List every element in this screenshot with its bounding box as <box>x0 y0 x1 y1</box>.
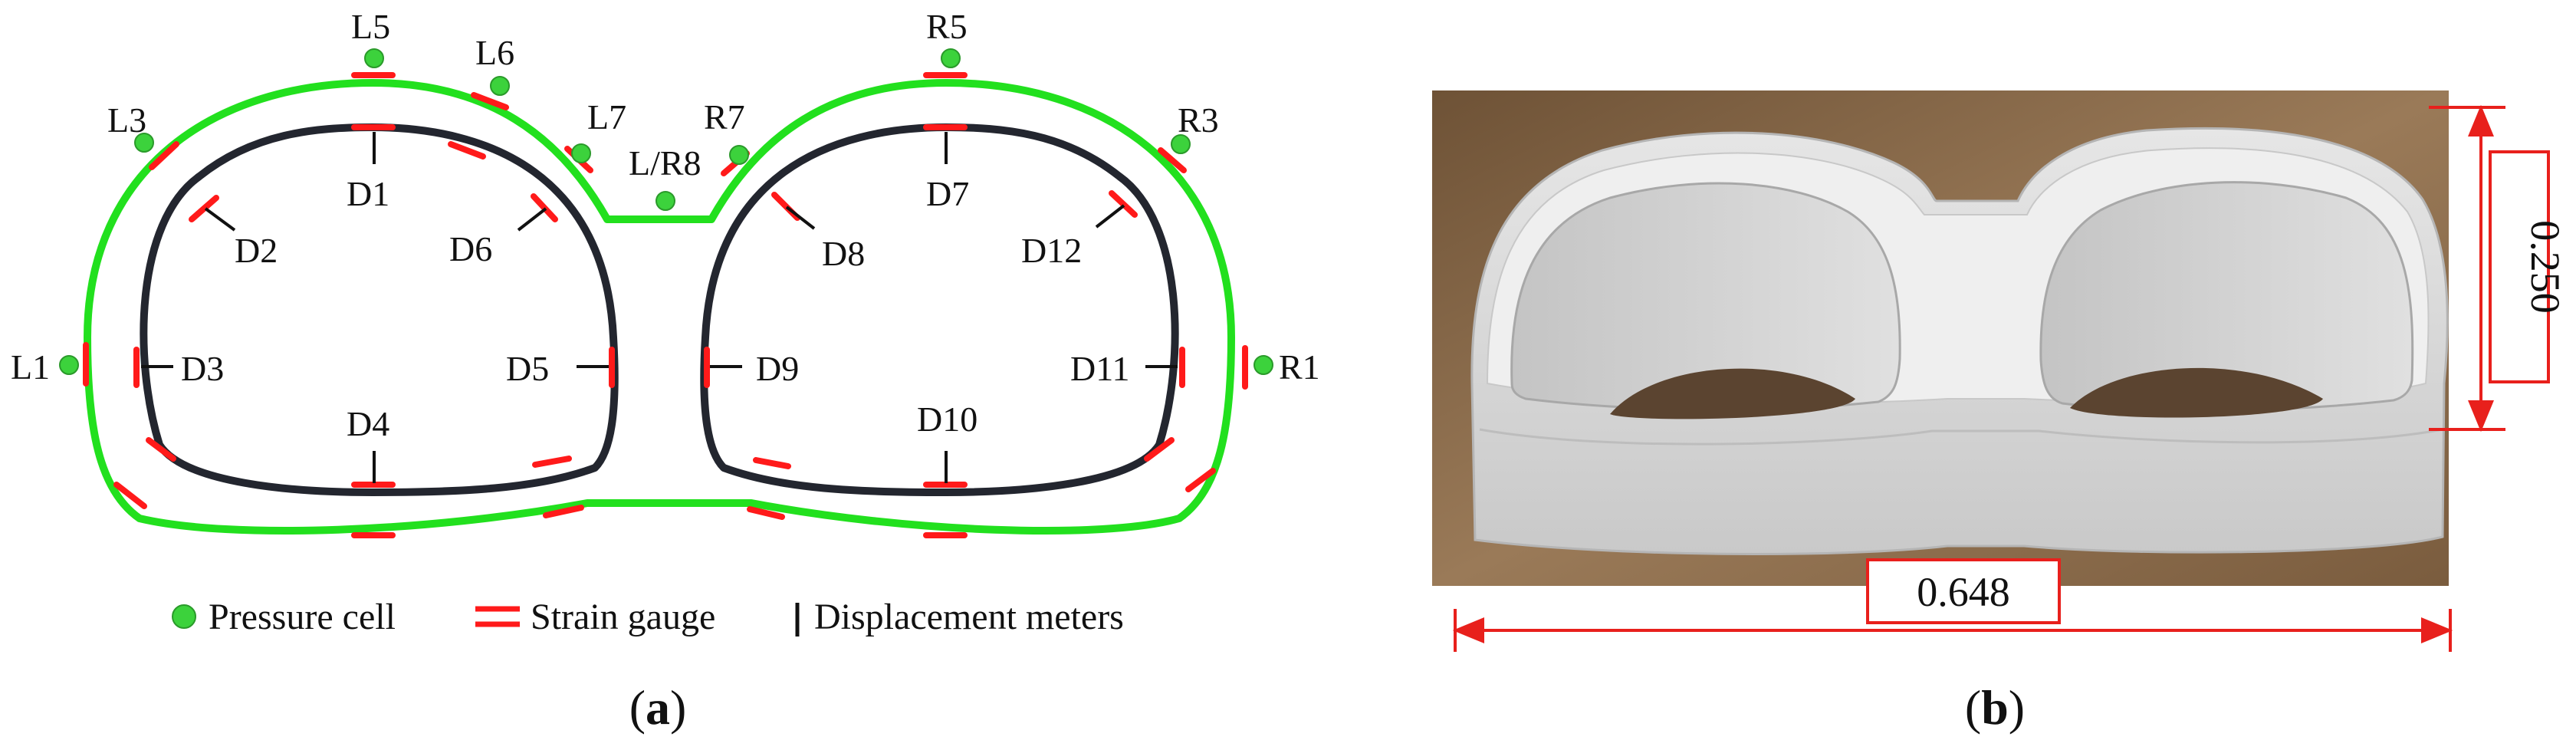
pressure-cell-label: R1 <box>1279 347 1320 387</box>
displacement-label: D8 <box>822 234 865 273</box>
displacement-label: D3 <box>181 349 224 388</box>
left-tunnel-floor <box>1610 368 1855 419</box>
pressure-cell-label: R5 <box>926 7 968 46</box>
legend-strain-gauge-marker <box>475 606 520 627</box>
pressure-cell-label: L5 <box>351 7 390 46</box>
right-tunnel-lining <box>700 123 1179 496</box>
displacement-label: D1 <box>347 174 389 213</box>
left-tunnel-lining <box>140 123 619 496</box>
displacement-label: D9 <box>756 349 799 388</box>
pressure-cell <box>364 48 384 68</box>
pressure-cell <box>941 48 961 68</box>
pressure-cells <box>59 48 1273 375</box>
legend: Pressure cell Strain gauge Displacement … <box>172 597 1124 637</box>
displacement-label: D12 <box>1021 231 1082 270</box>
panel-b: 0.250 0.648 (b) <box>1432 90 2568 735</box>
strain-gauge <box>1144 437 1175 462</box>
displacement-label: D4 <box>347 404 389 443</box>
width-label: 0.648 <box>1917 569 2010 615</box>
pressure-cell-label: L3 <box>107 100 146 140</box>
height-label-box <box>2489 150 2550 383</box>
strain-gauge <box>113 482 147 509</box>
pressure-cell <box>1254 355 1273 375</box>
displacement-tick <box>517 207 547 232</box>
strain-gauge <box>1158 147 1187 173</box>
pressure-cell <box>656 191 675 211</box>
strain-gauge <box>531 193 558 222</box>
displacement-label: D10 <box>917 400 978 439</box>
panel-a: L1 L3 L5 L6 L7 L/R8 R7 R5 R3 R1 D1 D2 D3… <box>11 7 1320 735</box>
strain-gauge <box>1185 468 1216 492</box>
pressure-cell <box>729 145 749 165</box>
displacement-tick <box>785 206 816 230</box>
legend-pressure-cell-label: Pressure cell <box>209 597 396 637</box>
pressure-cell <box>490 76 510 96</box>
strain-gauge <box>747 506 785 520</box>
displacement-ticks <box>141 132 1178 483</box>
legend-displacement-label: Displacement meters <box>814 597 1124 637</box>
legend-strain-gauge-label: Strain gauge <box>531 597 715 637</box>
caption-a: (a) <box>629 680 687 735</box>
pressure-cell-label: L1 <box>11 347 50 387</box>
displacement-label: D7 <box>926 174 969 213</box>
pressure-cell <box>134 133 154 153</box>
pressure-cell-label: R3 <box>1178 100 1219 140</box>
model-front-edge <box>1479 428 2443 446</box>
legend-pressure-cell-marker <box>172 604 196 629</box>
width-dimension <box>1452 609 2453 652</box>
right-tunnel-floor <box>2070 367 2323 418</box>
displacement-label: D11 <box>1070 349 1130 388</box>
displacement-label: D5 <box>506 349 549 388</box>
strain-gauge <box>448 141 486 160</box>
pressure-cell-label: L/R8 <box>629 143 702 183</box>
strain-gauge <box>189 195 219 222</box>
displacement-label: D6 <box>449 229 492 268</box>
pressure-cell <box>571 143 591 163</box>
strain-gauge <box>543 505 584 518</box>
pressure-cell <box>1171 134 1191 154</box>
strain-gauge <box>471 92 509 110</box>
pressure-cell <box>59 355 79 375</box>
strain-gauge <box>753 457 791 469</box>
height-label: 0.250 <box>2522 220 2568 314</box>
strain-gauge <box>146 437 176 462</box>
caption-b: (b) <box>1965 680 2025 735</box>
displacement-label: D2 <box>235 231 278 270</box>
displacement-tick <box>1095 204 1125 229</box>
pressure-cell-label: R7 <box>704 97 745 137</box>
strain-gauge <box>1109 190 1138 218</box>
pressure-cell-label: L7 <box>587 97 626 137</box>
width-label-box <box>1866 558 2061 624</box>
strain-gauge <box>532 456 572 468</box>
pressure-cell-label: L6 <box>475 33 514 72</box>
height-dimension <box>2429 104 2505 433</box>
displacement-tick <box>204 207 236 232</box>
strain-gauge <box>149 141 179 170</box>
